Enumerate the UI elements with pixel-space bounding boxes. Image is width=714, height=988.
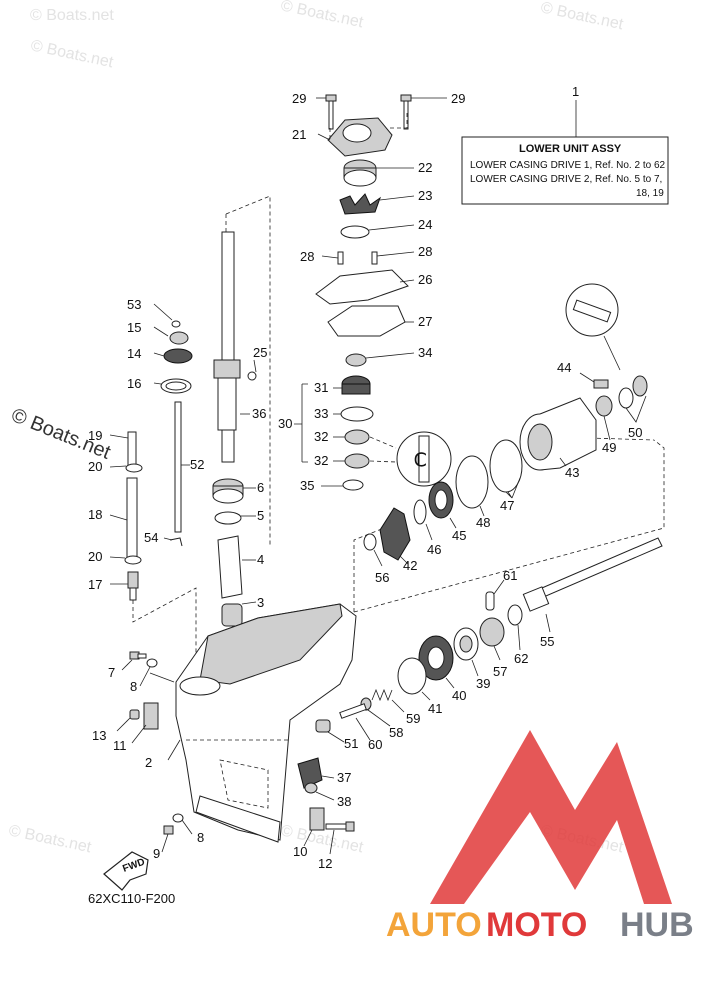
svg-text:ℂ: ℂ: [414, 450, 427, 470]
assembly-line-3: 18, 19: [636, 188, 664, 199]
part-number: 13: [92, 728, 106, 743]
part-number: 21: [292, 127, 306, 142]
part-number: 45: [452, 528, 466, 543]
part-number: 18: [88, 507, 102, 522]
part-number: 33: [314, 406, 328, 421]
lower-casing-2: [116, 603, 357, 843]
part-number: 23: [418, 188, 432, 203]
part-number: 10: [293, 844, 307, 859]
part-number: 48: [476, 515, 490, 530]
part-number: 8: [197, 830, 204, 845]
part-number: 28: [300, 249, 314, 264]
part-number: 49: [602, 440, 616, 455]
part-number: 34: [418, 345, 432, 360]
shift-rod-group: [109, 303, 207, 693]
part-number: 44: [557, 360, 571, 375]
assembly-line-2: LOWER CASING DRIVE 2, Ref. No. 5 to 7,: [470, 174, 662, 185]
part-number: 52: [190, 457, 204, 472]
part-number: 20: [88, 459, 102, 474]
part-number: 14: [127, 346, 141, 361]
part-number: 6: [257, 480, 264, 495]
part-number: 22: [418, 160, 432, 175]
part-number: 4: [257, 552, 264, 567]
assembly-info-box: 1 LOWER UNIT ASSY LOWER CASING DRIVE 1, …: [461, 84, 669, 205]
part-number: 28: [418, 244, 432, 259]
part-number: 32: [314, 429, 328, 444]
part-number: 12: [318, 856, 332, 871]
part-number: 35: [300, 478, 314, 493]
part-number: 30: [278, 416, 292, 431]
part-number: 58: [389, 725, 403, 740]
part-number: 11: [113, 738, 127, 753]
part-number: 37: [337, 770, 351, 785]
assembly-title: LOWER UNIT ASSY: [519, 143, 622, 155]
part-number: 51: [344, 736, 358, 751]
part-number: 29: [292, 91, 306, 106]
watermark-text: © Boats.net: [539, 0, 625, 33]
part-number: 32: [314, 453, 328, 468]
part-number: 17: [88, 577, 102, 592]
part-number: 39: [476, 676, 490, 691]
part-number: 24: [418, 217, 432, 232]
part-number: 27: [418, 314, 432, 329]
part-number: 31: [314, 380, 328, 395]
part-number: 19: [88, 428, 102, 443]
part-number: 62: [514, 651, 528, 666]
part-number: 16: [127, 376, 141, 391]
part-number: 59: [406, 711, 420, 726]
part-number-labels: 2 3 4 5 6 7 8 8 9 10 11 12 13 14 15 16 1…: [88, 91, 642, 871]
part-number: 55: [540, 634, 554, 649]
part-number: 8: [130, 679, 137, 694]
part-number: 25: [253, 345, 267, 360]
logo-mark-icon: [430, 730, 672, 904]
part-number: 42: [403, 558, 417, 573]
watermark-text: © Boats.net: [30, 7, 114, 24]
part-number: 7: [108, 665, 115, 680]
part-number: 50: [628, 425, 642, 440]
logo-text-hub: HUB: [620, 906, 694, 944]
water-pump-group: [315, 94, 447, 367]
logo-text-moto: MOTO: [486, 906, 587, 944]
part-number: 60: [368, 737, 382, 752]
propeller-shaft-group: [161, 283, 665, 855]
part-number: 29: [451, 91, 465, 106]
part-number: 61: [503, 568, 517, 583]
part-number: 38: [337, 794, 351, 809]
part-number: 40: [452, 688, 466, 703]
part-number: 46: [427, 542, 441, 557]
part-number: 26: [418, 272, 432, 287]
part-number: 2: [145, 755, 152, 770]
watermark-text: © Boats.net: [29, 37, 115, 71]
part-number: 36: [252, 406, 266, 421]
diagram-code: 62XC110-F200: [88, 891, 175, 906]
part-number: 3: [257, 595, 264, 610]
part-number: 47: [500, 498, 514, 513]
shift-group-30: ℂ: [294, 375, 452, 491]
part-number: 15: [127, 320, 141, 335]
part-number: 53: [127, 297, 141, 312]
logo-text-auto: AUTO: [386, 906, 482, 944]
part-number: 43: [565, 465, 579, 480]
part-number: 54: [144, 530, 158, 545]
driveshaft-group: [212, 195, 271, 627]
part-number: 41: [428, 701, 442, 716]
part-number: 5: [257, 508, 264, 523]
forward-arrow-indicator: FWD: [103, 851, 149, 891]
part-number: 20: [88, 549, 102, 564]
assembly-line-1: LOWER CASING DRIVE 1, Ref. No. 2 to 62: [470, 160, 666, 171]
watermark-text: © Boats.net: [7, 822, 93, 856]
part-number: 9: [153, 846, 160, 861]
watermark-text: © Boats.net: [279, 0, 365, 31]
part-number: 56: [375, 570, 389, 585]
automotohub-logo: AUTO MOTO HUB: [386, 730, 694, 944]
ref-number-1: 1: [572, 84, 579, 99]
part-number: 57: [493, 664, 507, 679]
